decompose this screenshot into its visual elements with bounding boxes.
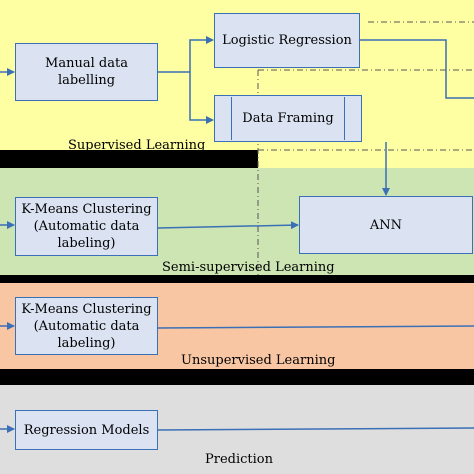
prediction-label: Prediction [205,452,273,467]
data-framing-left-bar [231,97,232,140]
manual-labelling-box: Manual data labelling [15,43,158,101]
unsupervised-learning-label: Unsupervised Learning [181,353,336,368]
arrow-to-data-framing [189,72,214,124]
logistic-regression-text: Logistic Regression [222,33,352,48]
arrow-to-logistic-regression [189,36,214,72]
dashed-guides [257,21,474,278]
arrow-kmeans-to-ann [157,221,299,230]
kmeans-semi-text: K-Means Clustering (Automatic data label… [21,202,152,251]
data-framing-right-bar [344,97,345,140]
data-framing-box: Data Framing [214,95,362,142]
supervised-learning-label: Supervised Learning [68,138,206,153]
ann-text: ANN [369,217,403,233]
data-framing-text: Data Framing [242,111,334,126]
arrow-kmeans-unsup-out [157,325,474,329]
regression-models-text: Regression Models [23,422,150,438]
arrow-logistic-to-right [360,39,474,99]
regression-models-box: Regression Models [15,410,158,450]
semi-supervised-learning-label: Semi-supervised Learning [162,260,335,275]
kmeans-unsup-box: K-Means Clustering (Automatic data label… [15,297,158,355]
connectors [0,36,474,433]
kmeans-unsup-text: K-Means Clustering (Automatic data label… [21,301,152,351]
manual-labelling-text: Manual data labelling [45,56,128,88]
supervised-learning-band-extension [258,150,474,168]
logistic-regression-box: Logistic Regression [214,13,360,68]
ann-box: ANN [299,196,473,254]
arrow-regression-out [157,427,474,431]
kmeans-semi-box: K-Means Clustering (Automatic data label… [15,197,158,256]
